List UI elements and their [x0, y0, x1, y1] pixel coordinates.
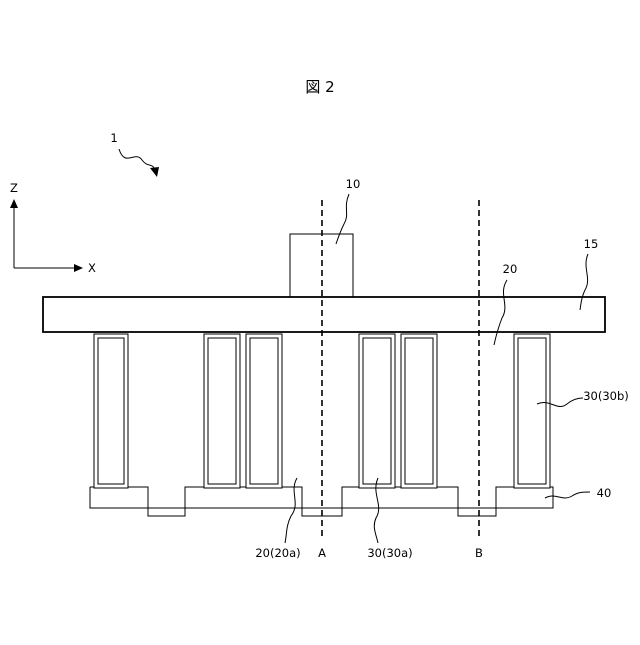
z-axis-arrowhead [10, 199, 18, 208]
x-axis-label: X [88, 261, 96, 275]
label-region-20a: 20(20a) [255, 546, 300, 560]
column-30a-4-inner [405, 338, 433, 484]
label-region-30b: 30(30b) [583, 389, 629, 403]
leader-region-20a [285, 478, 297, 543]
x-axis-arrowhead [74, 264, 83, 272]
leader-device-arrowhead [150, 167, 159, 177]
section-label-b: B [475, 546, 483, 560]
figure-title: 図 2 [305, 78, 334, 96]
z-axis-label: Z [10, 181, 18, 195]
leader-device [119, 149, 155, 170]
column-30a-1-inner [208, 338, 236, 484]
label-region-20: 20 [503, 262, 518, 276]
column-30a-3-inner [363, 338, 391, 484]
label-substrate: 15 [584, 237, 599, 251]
leader-base [545, 492, 590, 498]
label-device: 1 [110, 131, 117, 145]
label-base: 40 [597, 486, 612, 500]
substrate-15 [43, 297, 605, 332]
column-30a-2-inner [250, 338, 278, 484]
column-30b-right-inner [518, 338, 546, 484]
section-label-a: A [318, 546, 326, 560]
label-chip: 10 [346, 177, 361, 191]
label-region-30a: 30(30a) [367, 546, 412, 560]
column-30b-left-inner [98, 338, 124, 484]
